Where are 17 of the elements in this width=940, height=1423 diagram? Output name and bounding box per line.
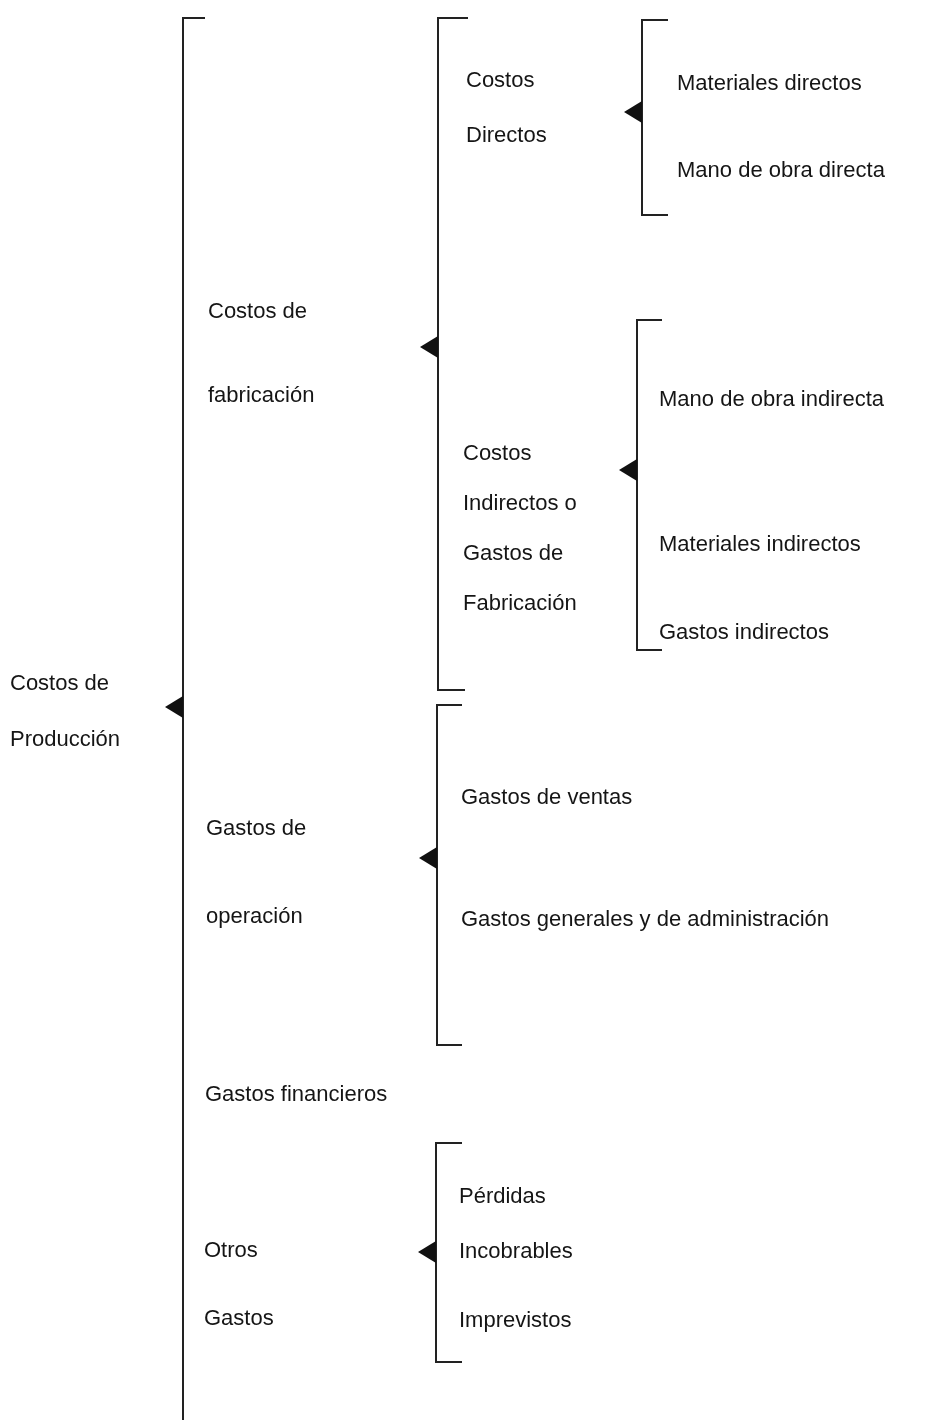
category-label: Costos Indirectos o Gastos de Fabricación [463,439,578,617]
category-label: Pérdidas [459,1182,547,1210]
category-label: Incobrables [459,1237,574,1265]
category-label: Imprevistos [459,1306,573,1334]
category-label: Costos Directos [466,65,548,149]
category-label: Otros Gastos [204,1236,275,1332]
category-label: Costos de Producción [10,669,122,753]
category-label: Mano de obra indirecta [659,385,886,413]
category-label: Gastos indirectos [659,618,830,646]
category-label: Gastos de ventas [461,783,634,811]
category-label: Gastos financieros [205,1080,389,1108]
category-label: Materiales indirectos [659,530,862,558]
category-label: Costos de fabricación [208,297,316,409]
category-label: Gastos de operación [206,814,308,930]
category-label: Mano de obra directa [677,156,886,184]
category-label: Materiales directos [677,69,863,97]
category-label: Gastos generales y de administración [461,905,831,933]
